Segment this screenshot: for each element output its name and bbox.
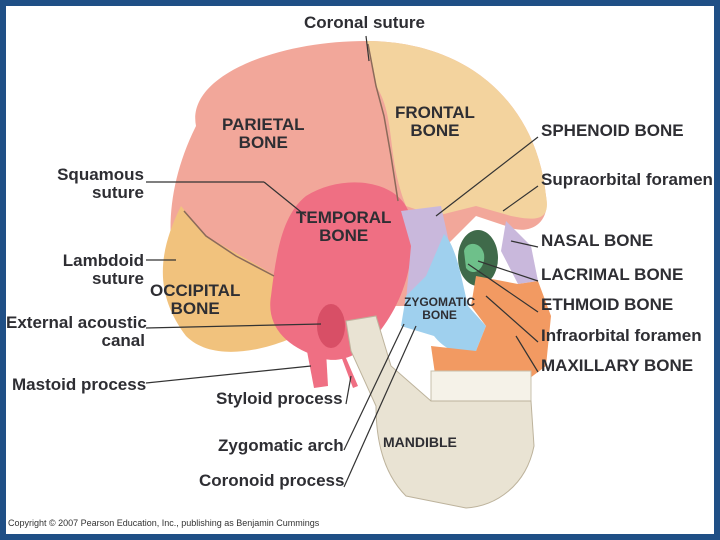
- copyright-text: Copyright © 2007 Pearson Education, Inc.…: [8, 518, 320, 528]
- temporal-bone-region: [270, 182, 412, 360]
- occipital-bone-label: OCCIPITAL BONE: [150, 281, 241, 318]
- figure-frame: Coronal suture PARIETAL BONE FRONTAL BON…: [6, 6, 714, 534]
- ethmoid-bone-label: ETHMOID BONE: [541, 295, 674, 314]
- ear-canal-region: [317, 304, 345, 348]
- mandible-region: [345, 315, 535, 509]
- sphenoid-bone-label: SPHENOID BONE: [541, 121, 684, 140]
- supraorbital-foramen-label: Supraorbital foramen: [541, 170, 713, 189]
- lambdoid-suture-line: [183, 210, 275, 277]
- sphenoid-bone-region: [401, 206, 451, 306]
- maxillary-bone-region: [431, 276, 551, 381]
- temporal-bone-label: TEMPORAL BONE: [296, 208, 392, 245]
- coronal-suture-line: [367, 43, 399, 202]
- nasal-bone-region: [501, 221, 538, 284]
- mastoid-region: [306, 346, 328, 388]
- external-acoustic-canal-label: External acoustic canal: [6, 313, 147, 350]
- frontal-bone-label: FRONTAL BONE: [395, 103, 475, 140]
- mastoid-process-label: Mastoid process: [12, 375, 147, 394]
- squamous-suture-label: Squamous suture: [57, 165, 144, 202]
- lambdoid-suture-label: Lambdoid suture: [62, 251, 144, 288]
- leader-lines: [145, 35, 539, 488]
- nasal-bone-label: NASAL BONE: [541, 231, 654, 250]
- coronoid-process-label: Coronoid process: [199, 471, 345, 490]
- upper-teeth-region: [430, 370, 532, 402]
- frontal-bone-region: [366, 41, 547, 219]
- maxillary-bone-label: MAXILLARY BONE: [541, 356, 694, 375]
- zygomatic-bone-label: ZYGOMATIC BONE: [404, 295, 476, 322]
- mandible-label: MANDIBLE: [383, 434, 457, 450]
- parietal-bone-label: PARIETAL BONE: [222, 115, 305, 152]
- zygomatic-bone-region: [401, 234, 486, 353]
- styloid-region: [341, 356, 358, 388]
- infraorbital-foramen-label: Infraorbital foramen: [541, 326, 702, 345]
- zygomatic-arch-label: Zygomatic arch: [218, 436, 344, 455]
- occipital-bone-region: [162, 206, 296, 352]
- coronal-suture-label: Coronal suture: [304, 13, 425, 32]
- skull-illustration: [145, 35, 551, 509]
- lacrimal-bone-label: LACRIMAL BONE: [541, 265, 684, 284]
- styloid-process-label: Styloid process: [216, 389, 343, 408]
